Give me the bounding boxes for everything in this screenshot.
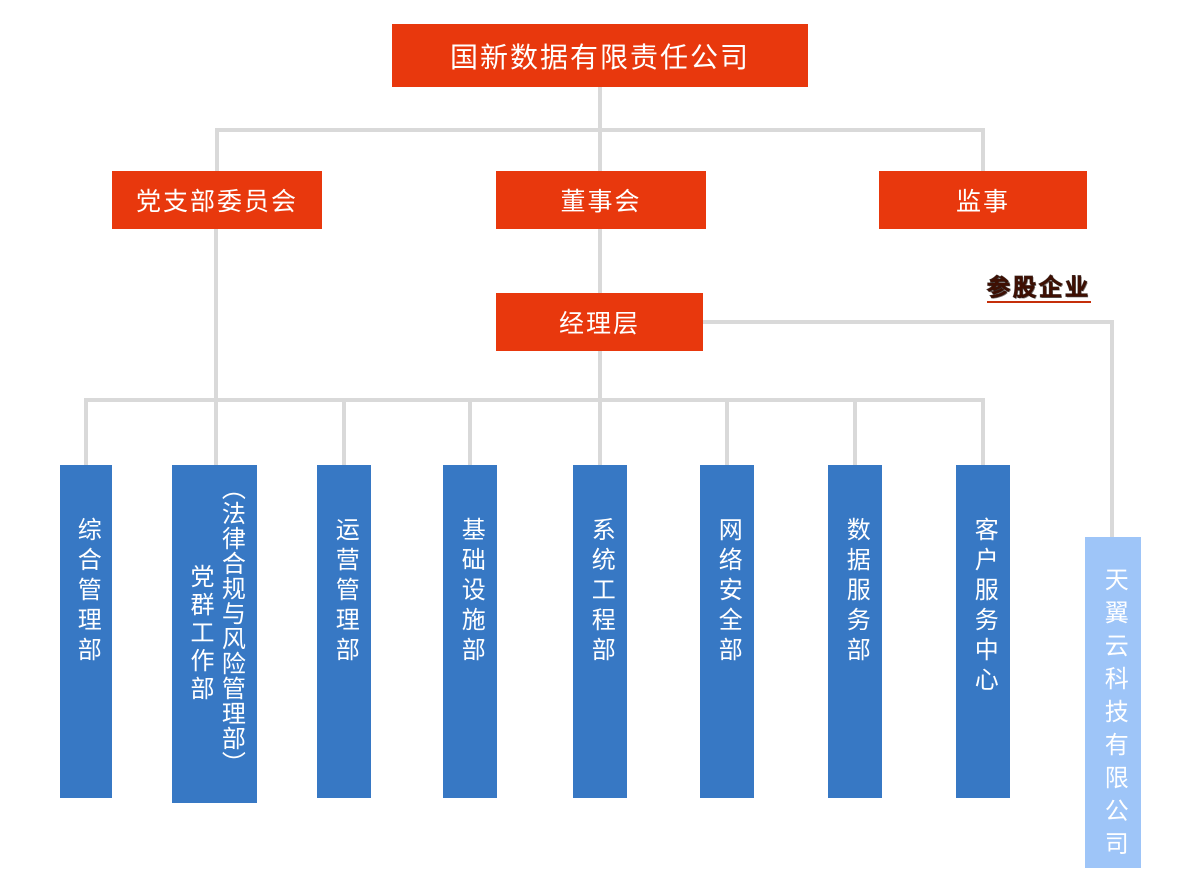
connector-drop-party <box>215 128 219 173</box>
connector-drop-dept-4 <box>468 398 472 468</box>
node-board-of-directors: 董事会 <box>496 171 706 229</box>
connector-drop-board <box>598 128 602 173</box>
node-management-layer-label: 经理层 <box>558 310 640 338</box>
connector-board-management <box>598 229 602 295</box>
node-dept-customer-service-center-label: 客户服务中心 <box>970 517 998 697</box>
node-dept-party-mass-work-label: 党群工作部 <box>186 564 213 704</box>
node-dept-data-services-label: 数据服务部 <box>842 517 870 667</box>
connector-drop-dept-3 <box>342 398 346 468</box>
node-dept-customer-service-center: 客户服务中心 <box>956 465 1010 798</box>
connector-root-down <box>598 87 602 130</box>
node-company-root-label: 国新数据有限责任公司 <box>449 41 750 73</box>
node-invested-company-tianyi-cloud-label: 天翼云科技有限公司 <box>1100 567 1128 864</box>
node-dept-infrastructure-label: 基础设施部 <box>457 517 485 667</box>
node-dept-party-mass-work-sublabel: （法律合规与风险管理部） <box>217 476 245 776</box>
connector-drop-dept-7 <box>853 398 857 468</box>
connector-drop-dept-6 <box>725 398 729 468</box>
connector-management-invested <box>703 320 1114 324</box>
node-dept-operations-management-label: 运营管理部 <box>331 517 359 667</box>
connector-drop-dept-1 <box>84 398 88 468</box>
connector-drop-supervisor <box>981 128 985 173</box>
node-dept-data-services: 数据服务部 <box>828 465 882 798</box>
node-supervisor-label: 监事 <box>955 188 1010 216</box>
node-dept-network-security-label: 网络安全部 <box>714 517 742 667</box>
node-board-of-directors-label: 董事会 <box>560 188 642 216</box>
invested-enterprises-annotation: 参股企业 <box>987 273 1091 304</box>
connector-level2-horizontal <box>84 398 985 402</box>
connector-management-down <box>598 351 602 469</box>
node-management-layer: 经理层 <box>496 293 703 351</box>
connector-party-departments <box>214 229 218 469</box>
node-dept-general-management-label: 综合管理部 <box>73 517 101 667</box>
node-dept-general-management: 综合管理部 <box>60 465 112 798</box>
node-party-branch-committee: 党支部委员会 <box>112 171 322 229</box>
connector-invested-drop <box>1110 320 1114 540</box>
node-dept-systems-engineering-label: 系统工程部 <box>587 517 615 667</box>
node-dept-systems-engineering: 系统工程部 <box>573 465 627 798</box>
node-dept-party-mass-work: 党群工作部 （法律合规与风险管理部） <box>172 465 257 803</box>
node-supervisor: 监事 <box>879 171 1087 229</box>
connector-drop-dept-8 <box>981 398 985 468</box>
node-party-branch-committee-label: 党支部委员会 <box>135 188 298 216</box>
node-dept-infrastructure: 基础设施部 <box>443 465 497 798</box>
node-company-root: 国新数据有限责任公司 <box>392 24 808 87</box>
node-dept-network-security: 网络安全部 <box>700 465 754 798</box>
node-invested-company-tianyi-cloud: 天翼云科技有限公司 <box>1085 537 1141 868</box>
node-dept-operations-management: 运营管理部 <box>317 465 371 798</box>
